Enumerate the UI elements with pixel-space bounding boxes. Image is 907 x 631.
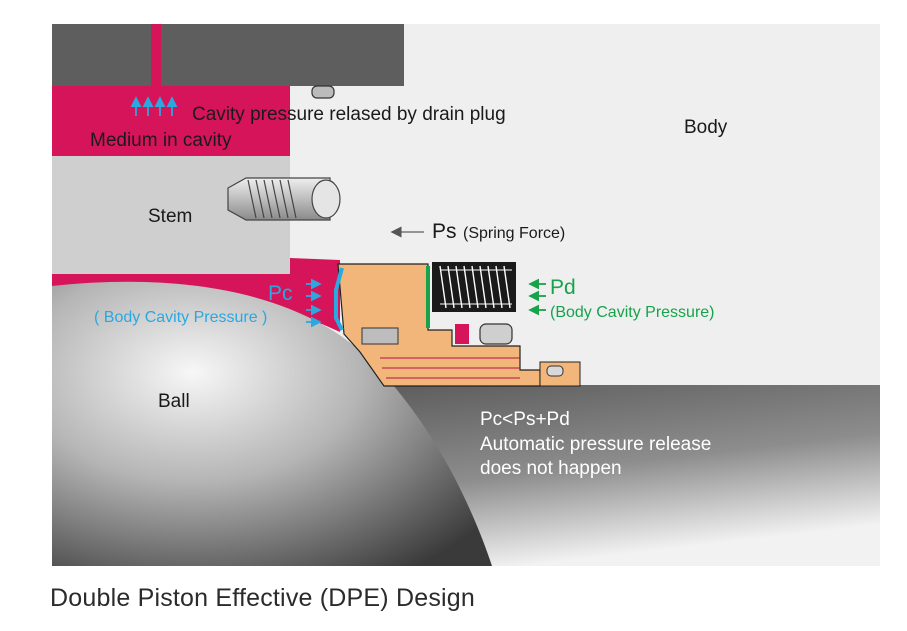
- medium-in-cavity: [52, 86, 290, 156]
- stem-screw: [227, 177, 341, 221]
- lower-oring-2: [546, 365, 564, 377]
- cavity-release-label: Cavity pressure relased by drain plug: [192, 104, 506, 125]
- pd-arrows: [528, 278, 546, 316]
- spring: [432, 262, 516, 312]
- medium-label: Medium in cavity: [90, 130, 232, 151]
- ps-desc: (Spring Force): [463, 225, 565, 242]
- pc-desc: ( Body Cavity Pressure ): [94, 309, 267, 326]
- pd-symbol: Pd: [550, 276, 576, 299]
- figure-caption: Double Piston Effective (DPE) Design: [50, 584, 475, 612]
- drain-channel: [151, 24, 161, 86]
- upper-block: [52, 24, 404, 86]
- drain-plug-oring: [311, 85, 335, 99]
- seat-bore-lines: [380, 357, 520, 379]
- seat-oring: [479, 323, 513, 345]
- pc-seal-edge: [334, 267, 344, 331]
- ball-label: Ball: [158, 391, 190, 412]
- cavity-release-arrows: [130, 96, 178, 116]
- condition-formula: Pc<Ps+Pd: [480, 409, 570, 430]
- condition-line1: Automatic pressure release: [480, 434, 711, 455]
- body-label: Body: [684, 117, 728, 138]
- stem-label: Stem: [148, 206, 192, 227]
- ball: [52, 281, 492, 566]
- seat-piston: [337, 263, 541, 387]
- seat-insert-screw: [361, 327, 399, 345]
- condition-line2: does not happen: [480, 458, 622, 479]
- seat-medium-pocket: [455, 324, 469, 344]
- pd-desc: (Body Cavity Pressure): [550, 304, 715, 321]
- pc-symbol: Pc: [268, 282, 293, 305]
- ps-symbol: Ps: [432, 220, 457, 243]
- pc-arrows: [306, 278, 322, 328]
